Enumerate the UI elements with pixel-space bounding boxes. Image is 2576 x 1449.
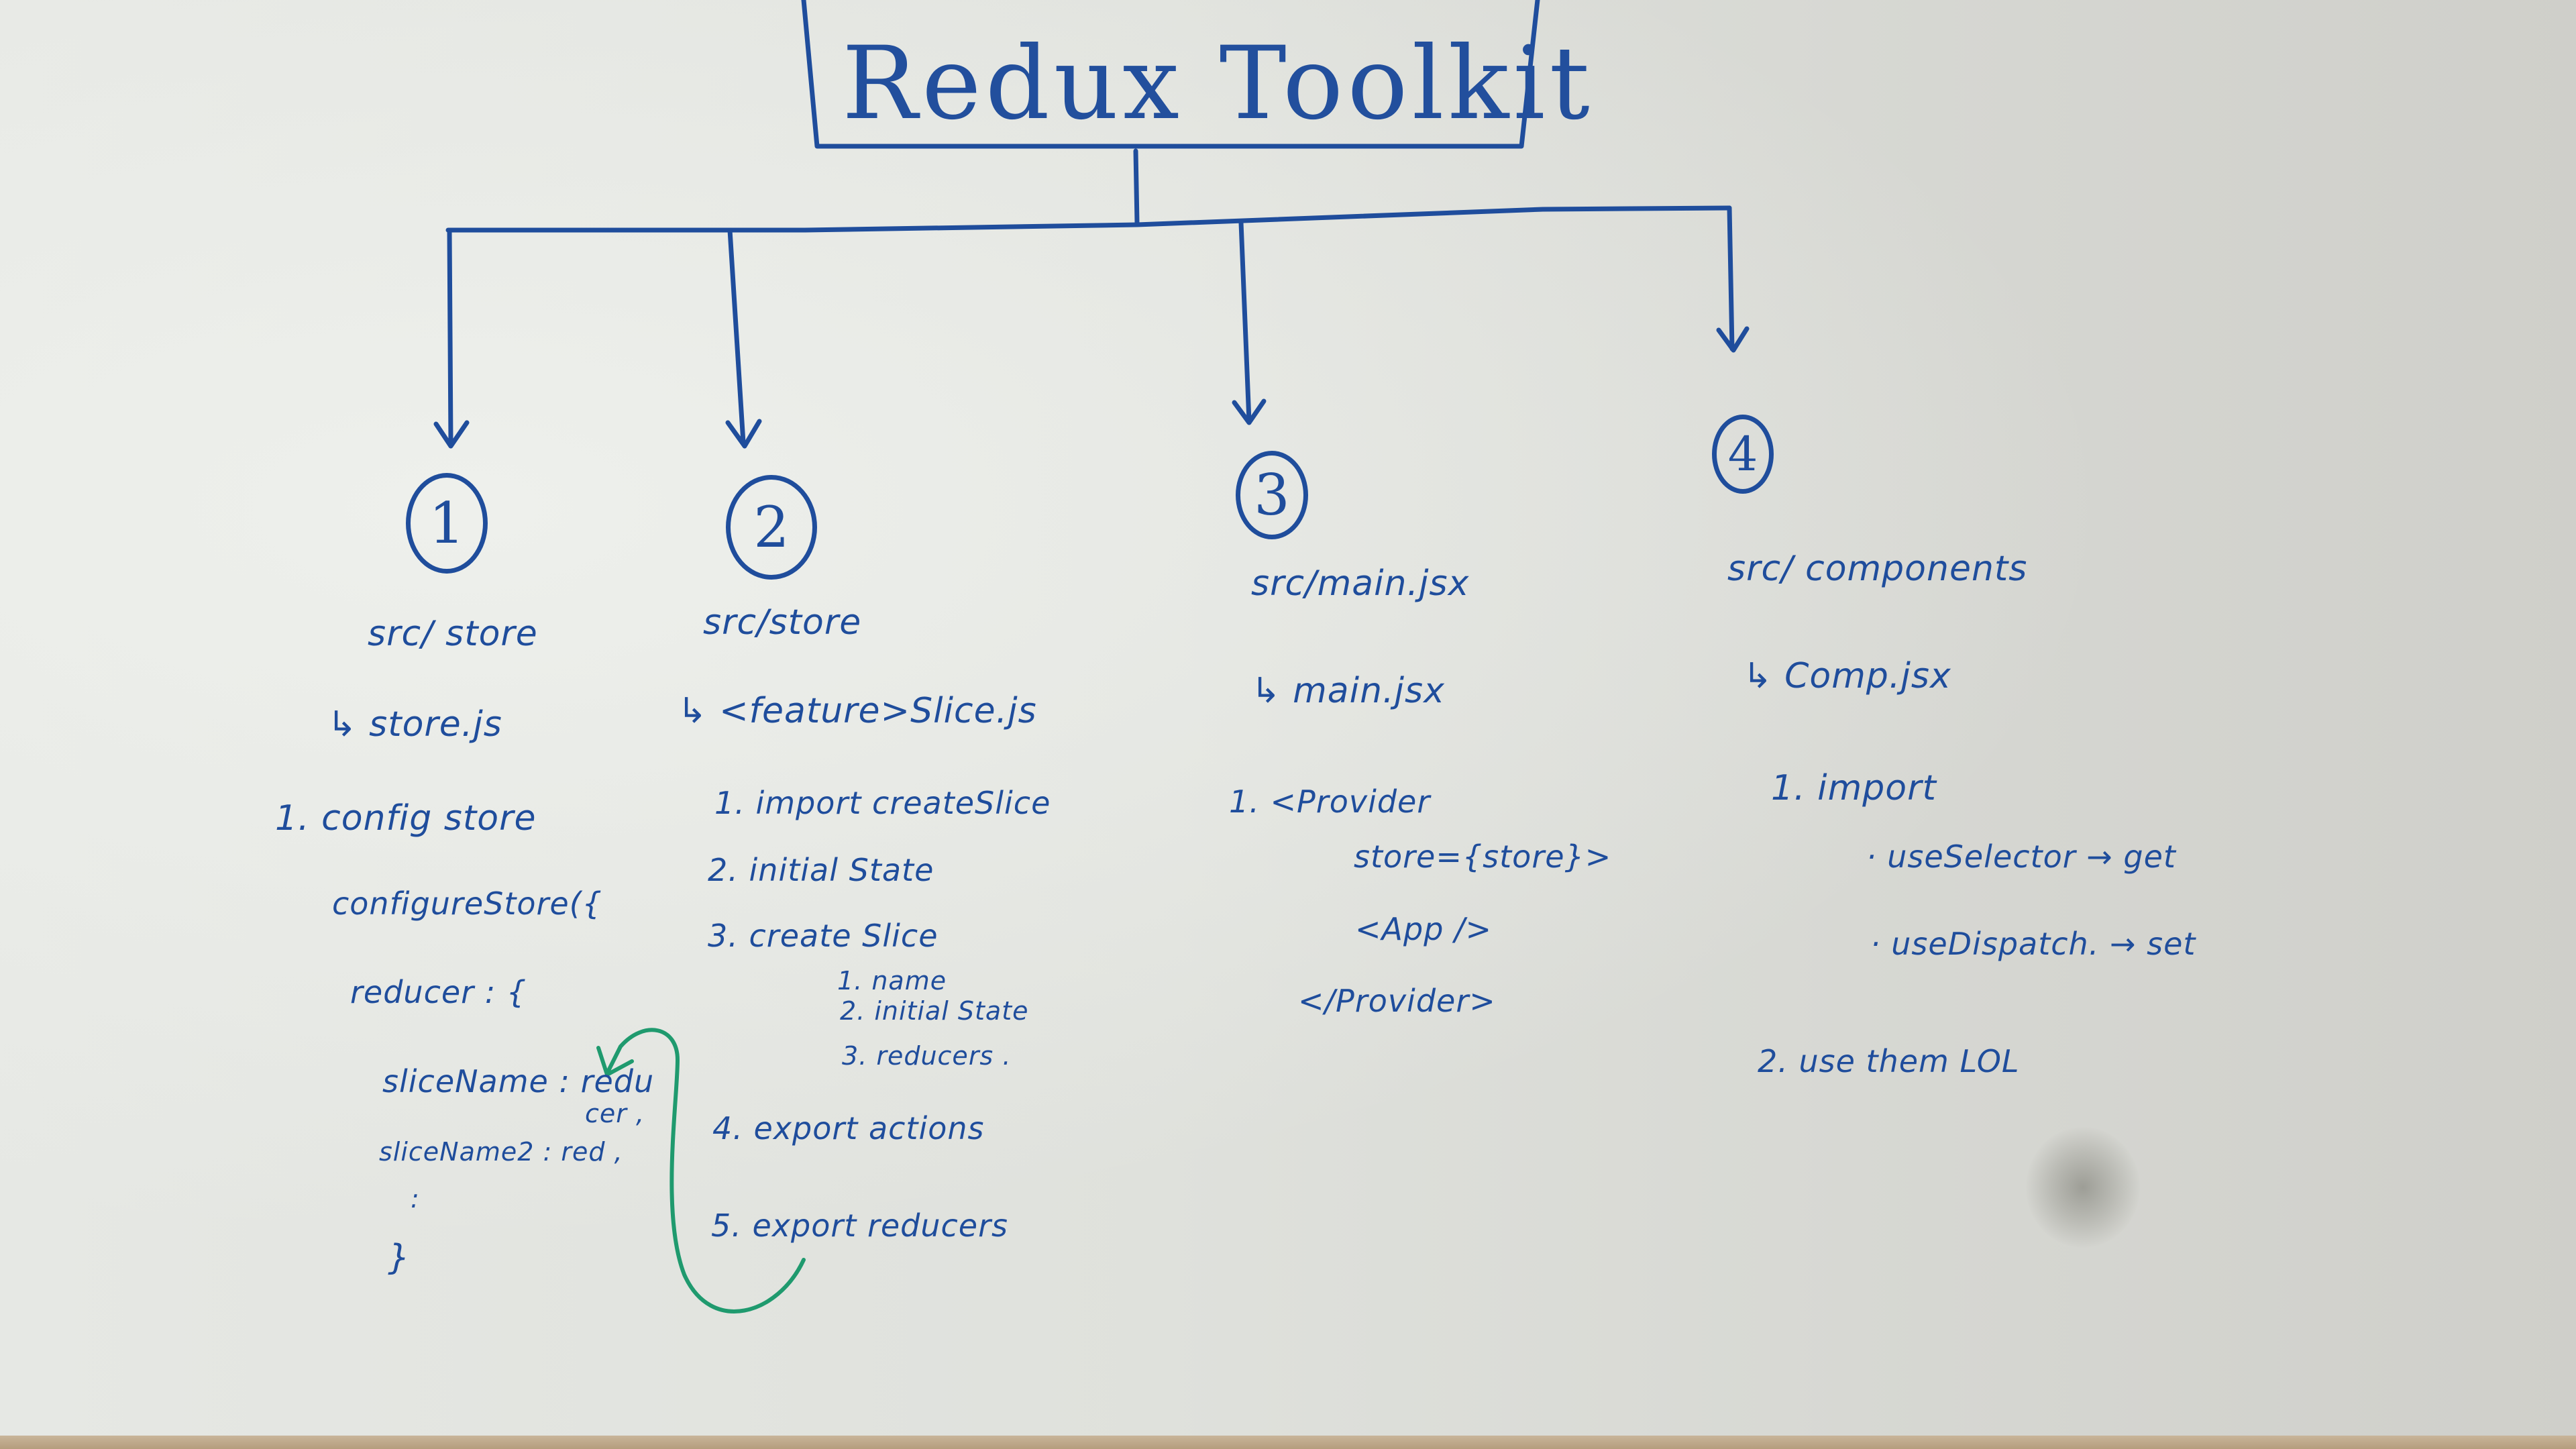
step-3-circle: 3 xyxy=(1236,451,1308,539)
col-1-line-6: sliceName2 : red , xyxy=(379,1137,623,1167)
col-3-line-4: </Provider> xyxy=(1298,983,1496,1019)
col-1-line-7: : xyxy=(411,1184,420,1214)
branch-2-arrowhead xyxy=(725,419,762,449)
col-1-line-3: reducer : { xyxy=(350,974,527,1010)
col-2-step-2: 2. initial State xyxy=(708,852,934,888)
branch-4-line xyxy=(1727,205,1735,352)
title-box xyxy=(801,0,1540,149)
step-4-circle: 4 xyxy=(1712,415,1774,494)
green-link-arrowhead xyxy=(596,1046,634,1077)
branch-4-arrowhead xyxy=(1716,326,1750,353)
col-3-file: ↳ main.jsx xyxy=(1251,671,1445,711)
title-stem xyxy=(1133,148,1140,225)
step-4-number: 4 xyxy=(1727,427,1758,482)
col-4-line-4: 2. use them LOL xyxy=(1758,1043,2020,1079)
col-3-line-1: 1. <Provider xyxy=(1229,784,1431,820)
col-3-line-2: store={store}> xyxy=(1354,839,1612,875)
col-1-line-8: } xyxy=(388,1238,411,1278)
branch-bar xyxy=(445,205,1732,233)
col-2-substep-2: 2. initial State xyxy=(840,996,1029,1026)
green-link-arrow xyxy=(605,1028,806,1313)
col-4-line-3: · useDispatch. → set xyxy=(1870,926,2196,962)
board-ledge xyxy=(0,1436,2576,1449)
col-2-path: src/store xyxy=(703,602,862,643)
col-2-step-5: 5. export reducers xyxy=(711,1208,1008,1244)
col-1-path: src/ store xyxy=(368,614,538,654)
branch-1-arrowhead xyxy=(433,420,470,449)
step-1-circle: 1 xyxy=(406,473,488,574)
step-2-circle: 2 xyxy=(726,475,817,580)
col-1-line-4: sliceName : redu xyxy=(382,1063,655,1099)
eraser-smudge xyxy=(2026,1127,2140,1248)
col-2-step-3: 3. create Slice xyxy=(708,918,938,954)
col-4-line-1: 1. import xyxy=(1771,768,1937,808)
col-1-line-2: configureStore({ xyxy=(332,885,602,922)
branch-3-arrowhead xyxy=(1232,398,1267,425)
page-title: Redux Toolkit xyxy=(842,25,1594,142)
step-2-number: 2 xyxy=(753,494,790,560)
step-3-number: 3 xyxy=(1254,462,1290,528)
col-3-line-3: <App /> xyxy=(1355,911,1493,947)
branch-2-line xyxy=(727,227,746,445)
col-2-file: ↳ <feature>Slice.js xyxy=(678,691,1037,731)
step-1-number: 1 xyxy=(429,490,465,556)
branch-3-line xyxy=(1238,220,1252,424)
branch-1-line xyxy=(447,227,453,445)
col-4-path: src/ components xyxy=(1727,549,2028,589)
col-2-step-1: 1. import createSlice xyxy=(714,785,1051,821)
col-2-substep-1: 1. name xyxy=(837,966,947,996)
col-1-line-5: cer , xyxy=(585,1099,645,1128)
col-1-line-1: 1. config store xyxy=(275,798,537,839)
col-4-file: ↳ Comp.jsx xyxy=(1743,656,1951,696)
col-2-step-4: 4. export actions xyxy=(712,1110,985,1146)
col-2-substep-3: 3. reducers . xyxy=(842,1041,1012,1071)
col-4-line-2: · useSelector → get xyxy=(1866,839,2176,875)
col-3-path: src/main.jsx xyxy=(1251,564,1470,604)
col-1-file: ↳ store.js xyxy=(327,704,502,745)
